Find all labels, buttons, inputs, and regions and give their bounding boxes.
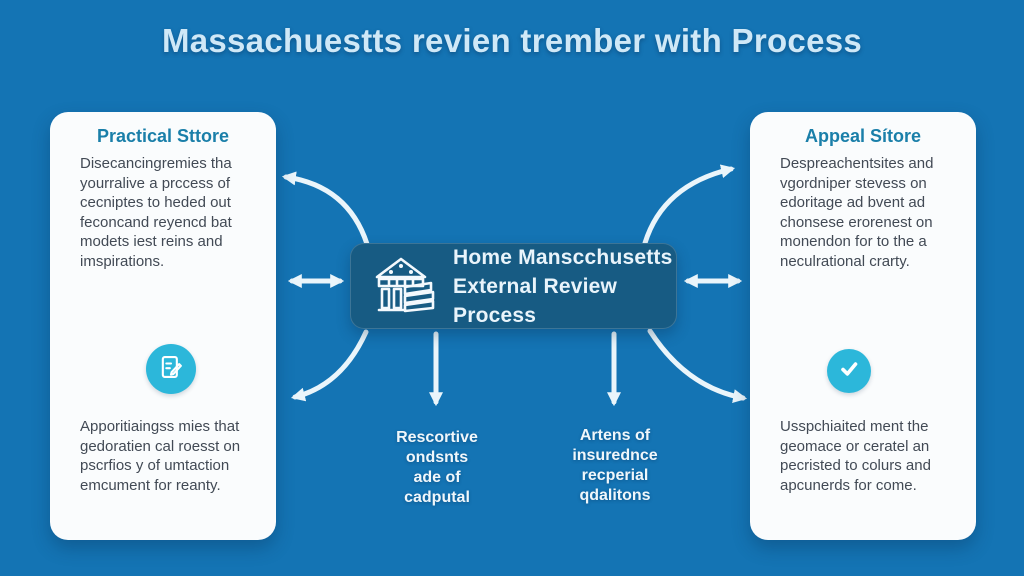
center-box: Home Manscchusetts External Review Proce… — [350, 243, 677, 329]
arc-arrow-top-right — [642, 164, 736, 246]
government-building-icon — [371, 253, 439, 320]
left-card-icon-circle — [146, 344, 196, 394]
center-box-label: Home Manscchusetts External Review Proce… — [453, 245, 673, 327]
page-title: Massachuestts revien trember with Proces… — [161, 22, 863, 59]
checkmark-icon — [836, 356, 862, 387]
right-card-icon-circle — [827, 349, 871, 393]
left-card-body: Disecancingremies tha yourralive a prcce… — [80, 155, 232, 270]
document-pencil-icon — [157, 353, 185, 386]
arc-arrow-top-left — [281, 171, 370, 247]
right-card: Appeal Sítore Despreachentsites and vgor… — [750, 112, 976, 540]
arc-arrow-bottom-right — [647, 328, 748, 404]
left-card-footer: Apporitiaingss mies that gedoratien cal … — [80, 418, 241, 494]
right-card-title: Appeal Sítore — [804, 126, 922, 146]
left-card: Practical Sttore Disecancingremies tha y… — [50, 112, 276, 540]
left-card-title: Practical Sttore — [96, 126, 230, 146]
flow-label-left: Rescortive ondsnts ade of cadputal — [396, 429, 478, 506]
right-card-body: Despreachentsites and vgordniper stevess… — [780, 155, 934, 270]
right-card-footer: Usspchiaited ment the geomace or ceratel… — [780, 418, 931, 494]
flow-label-right: Artens of insurednce recperial qdalitons — [572, 427, 658, 504]
arc-arrow-bottom-left — [290, 329, 369, 402]
